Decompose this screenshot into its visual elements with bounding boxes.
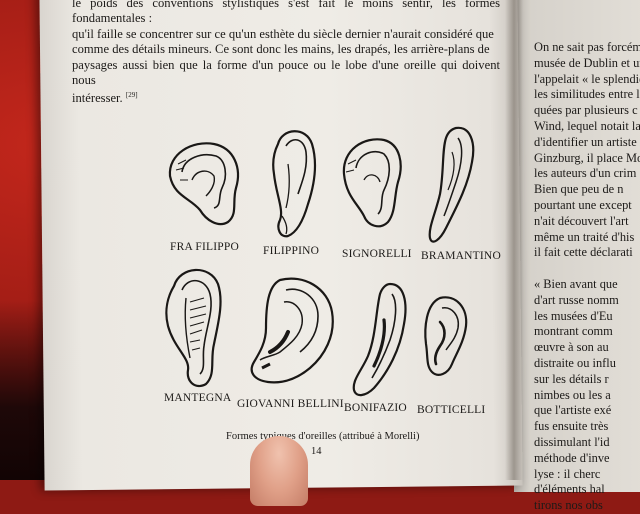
- right-line: musée de Dublin et un: [534, 55, 640, 70]
- label-giovanni-bellini: GIOVANNI BELLINI: [237, 398, 344, 410]
- label-botticelli: BOTTICELLI: [417, 404, 486, 416]
- left-page-paragraph: le poids des conventions stylistiques s'…: [72, 0, 500, 107]
- ear-drawing-mantegna: [160, 262, 226, 390]
- right-line: d'éléments hal: [534, 482, 605, 497]
- paragraph-line: paysages aussi bien que la forme d'un po…: [72, 57, 500, 88]
- right-line: [534, 261, 640, 277]
- right-line: même un traité d'his: [534, 229, 635, 244]
- ear-drawing-signorelli: [338, 134, 406, 232]
- figure-caption: Formes typiques d'oreilles (attribué à M…: [226, 431, 420, 442]
- right-line: n'ait découvert l'art: [534, 213, 629, 228]
- right-line: Ginzburg, il place Mo: [534, 150, 640, 165]
- ear-drawing-fra-filippo: [162, 136, 248, 228]
- right-line: pourtant une except: [534, 197, 632, 212]
- label-signorelli: SIGNORELLI: [342, 248, 412, 260]
- label-mantegna: MANTEGNA: [164, 392, 232, 404]
- right-line: d'art russe nomm: [534, 292, 619, 307]
- page-number: 14: [311, 446, 322, 457]
- label-fra-filippo: FRA FILIPPO: [170, 241, 239, 253]
- right-line: montrant comm: [534, 324, 613, 339]
- thumb-holding-book: [250, 436, 308, 506]
- right-line: nimbes ou les a: [534, 387, 611, 402]
- right-line: On ne sait pas forcém: [534, 40, 640, 54]
- right-line: d'identifier un artiste: [534, 134, 637, 149]
- right-line: œuvre à son au: [534, 340, 609, 355]
- ear-drawing-botticelli: [420, 292, 470, 382]
- right-line: « Bien avant que: [534, 276, 618, 291]
- right-line: fus ensuite très: [534, 419, 609, 434]
- right-page-text: On ne sait pas forcém musée de Dublin et…: [534, 40, 640, 514]
- right-line: sur les détails r: [534, 371, 609, 386]
- paragraph-line: qu'il faille se concentrer sur ce qu'un …: [72, 26, 494, 41]
- right-line: l'appelait « le splendide: [534, 71, 640, 86]
- right-line: lyse : il cherc: [534, 466, 601, 481]
- right-line: tirons nos obs: [534, 498, 603, 513]
- right-line: il fait cette déclarati: [534, 245, 633, 260]
- label-bramantino: BRAMANTINO: [421, 250, 501, 262]
- label-bonifazio: BONIFAZIO: [344, 402, 407, 414]
- label-filippino: FILIPPINO: [263, 245, 320, 257]
- paragraph-line: intéresser.: [72, 91, 123, 106]
- ear-drawing-bramantino: [426, 122, 478, 250]
- right-line: distraite ou influ: [534, 355, 616, 370]
- right-line: quées par plusieurs c: [534, 103, 638, 118]
- paragraph-line-last: intéresser. [29]: [72, 88, 500, 107]
- right-page: [514, 0, 640, 492]
- right-line: Wind, lequel notait la: [534, 118, 640, 133]
- footnote-reference: [29]: [125, 91, 138, 100]
- right-line: les similitudes entre le: [534, 87, 640, 102]
- ear-drawing-giovanni-bellini: [244, 272, 338, 388]
- paragraph-line: le poids des conventions stylistiques s'…: [72, 0, 500, 26]
- paragraph-line: comme des détails mineurs. Ce sont donc …: [72, 42, 490, 57]
- book-gutter: [505, 0, 523, 480]
- right-line: les musées d'Eu: [534, 308, 613, 323]
- right-line: les auteurs d'un crim: [534, 166, 637, 181]
- ear-drawing-bonifazio: [350, 280, 410, 400]
- right-line: méthode d'inve: [534, 450, 610, 465]
- right-line: dissimulant l'id: [534, 434, 610, 449]
- ear-drawing-filippino: [268, 124, 318, 242]
- right-line: que l'artiste exé: [534, 403, 612, 418]
- right-line: Bien que peu de n: [534, 182, 624, 197]
